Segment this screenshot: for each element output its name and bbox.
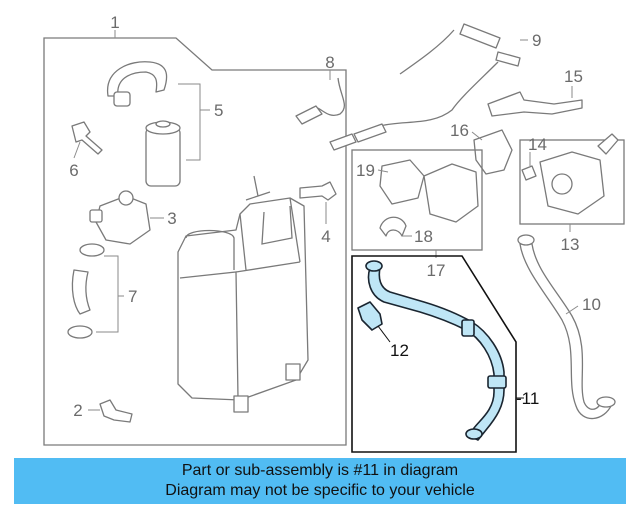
assembly-panel-1: [43, 37, 347, 446]
bolt-part-4: [299, 181, 337, 201]
hose-part-7: [71, 269, 91, 315]
callout-6: 6: [69, 161, 78, 180]
pipe-part-18: [379, 216, 407, 237]
callout-2: 2: [73, 401, 82, 420]
callout-18: 18: [414, 227, 433, 246]
sensor-probe-9: [329, 123, 387, 151]
callout-10: 10: [582, 295, 601, 314]
clip-part-12[interactable]: [357, 301, 383, 331]
bolt-part-2: [99, 399, 133, 423]
sensor-probe-8: [295, 105, 323, 125]
parts-diagram: 1 2 3 4 5 6 7 8 9 10 -11 12 13 14 15 16 …: [43, 13, 625, 453]
callout-17: 17: [427, 261, 446, 280]
gasket-part-16: [473, 129, 513, 175]
callout-3: 3: [167, 209, 176, 228]
hose-clamp: [113, 91, 131, 107]
info-banner: Part or sub-assembly is #11 in diagram D…: [14, 458, 626, 504]
valve-part-17: [423, 163, 479, 223]
assembly-box-17: [351, 149, 483, 251]
banner-line-1: Part or sub-assembly is #11 in diagram: [181, 462, 459, 479]
callout-13: 13: [561, 235, 580, 254]
gasket-part-19: [379, 159, 425, 205]
canister: [177, 197, 309, 401]
callout-9: 9: [532, 31, 541, 50]
callout-14: 14: [528, 135, 547, 154]
callout-12: 12: [390, 341, 409, 360]
callout-1: 1: [110, 13, 119, 32]
callout-7: 7: [128, 287, 137, 306]
sensor-cable-9: [379, 29, 499, 127]
callout-16: 16: [450, 121, 469, 140]
pipe-part-11[interactable]: [367, 267, 505, 441]
sensor-connector-9: [459, 23, 521, 67]
assembly-box-13: [519, 139, 625, 225]
callout-5: 5: [214, 101, 223, 120]
banner-line-2: Diagram may not be specific to your vehi…: [165, 482, 475, 499]
callout-15: 15: [564, 67, 583, 86]
callout-8: 8: [325, 53, 334, 72]
callout-19: 19: [356, 161, 375, 180]
callout-11: -11: [516, 389, 539, 408]
bolt-part-6: [71, 121, 103, 155]
hose-part-5: [107, 61, 168, 97]
bracket-part-15: [487, 91, 583, 117]
filter-part-5: [145, 127, 181, 187]
callout-4: 4: [321, 227, 330, 246]
highlight-box-11: [351, 255, 517, 453]
